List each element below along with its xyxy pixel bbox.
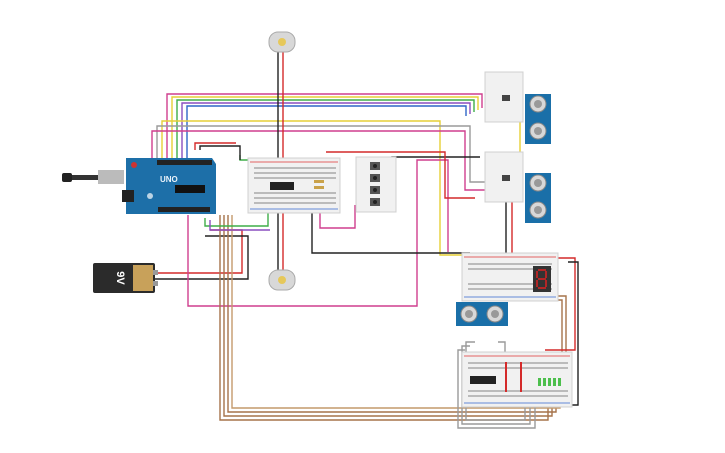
motor-driver-ic: [270, 182, 294, 190]
breadboard-buttons[interactable]: [355, 156, 397, 213]
led-array: [538, 378, 561, 386]
wire-green-ard-bb[interactable]: [204, 205, 269, 227]
wire-black-battery[interactable]: [155, 235, 249, 280]
breadboard-motor[interactable]: [247, 157, 341, 214]
wire-yellow-top[interactable]: [171, 96, 479, 160]
battery-9v[interactable]: 9V: [93, 263, 158, 293]
wire-gray-loop-1[interactable]: [457, 349, 536, 429]
wire-pink-bottom[interactable]: [187, 159, 449, 307]
wire-gray-mid[interactable]: [156, 125, 485, 183]
wire-pink-top[interactable]: [166, 93, 483, 160]
usb-cable: [66, 175, 106, 180]
ultrasonic-sensor-bottom[interactable]: [456, 302, 508, 326]
wire-yellow-mid[interactable]: [161, 120, 470, 256]
breadboard-sensor-top[interactable]: [484, 71, 524, 123]
arduino-brand: UNO: [160, 175, 178, 184]
wire-purple-ard-bb[interactable]: [209, 220, 270, 231]
wire-pink-mid[interactable]: [151, 130, 488, 191]
breadboard-holes-1: [254, 167, 336, 204]
dc-motor-bottom[interactable]: [268, 269, 296, 291]
wire-red-ard[interactable]: [194, 142, 236, 150]
push-button[interactable]: [370, 162, 380, 170]
ultrasonic-sensor-middle[interactable]: [525, 173, 551, 223]
breadboard-sensor-middle[interactable]: [484, 151, 524, 203]
push-button[interactable]: [370, 198, 380, 206]
wire-black-cluster[interactable]: [311, 205, 470, 254]
wire-green-top[interactable]: [176, 99, 475, 160]
seven-segment-display[interactable]: [533, 266, 551, 292]
wire-red-buttons[interactable]: [326, 151, 475, 199]
wire-gray-loop-2[interactable]: [461, 345, 531, 425]
push-button[interactable]: [370, 186, 380, 194]
breadboard-bottom[interactable]: [461, 351, 573, 408]
battery-label: 9V: [114, 271, 126, 285]
dc-motor-top[interactable]: [268, 31, 296, 53]
shift-register-ic: [470, 376, 496, 384]
wire-black-ard[interactable]: [199, 145, 241, 160]
push-button[interactable]: [370, 174, 380, 182]
ultrasonic-sensor-top[interactable]: [525, 94, 551, 144]
wire-blue-top[interactable]: [186, 105, 467, 160]
wire-red-right[interactable]: [545, 257, 576, 351]
arduino-uno[interactable]: UNO: [62, 158, 216, 214]
wire-gray-loop-3[interactable]: [465, 341, 526, 421]
wire-pink-buttons[interactable]: [319, 205, 356, 229]
